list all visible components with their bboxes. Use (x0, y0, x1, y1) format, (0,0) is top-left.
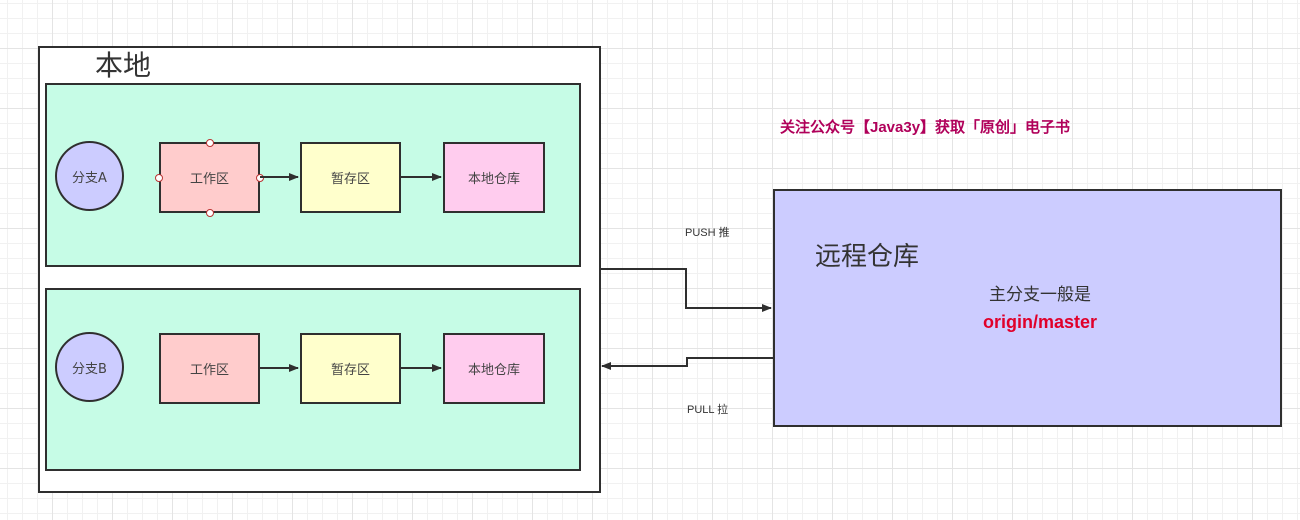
remote-main-branch: origin/master (982, 312, 1098, 332)
branch-b-staging[interactable]: 暂存区 (300, 333, 401, 404)
branch-a-staging[interactable]: 暂存区 (300, 142, 401, 213)
pull-arrow[interactable] (601, 357, 773, 370)
promo-text: 关注公众号【Java3y】获取「原创」电子书 (780, 119, 1071, 136)
branch-b-node[interactable]: 分支B (55, 332, 124, 402)
remote-subtitle: 主分支一般是 (989, 285, 1091, 305)
branch-b-workspace[interactable]: 工作区 (159, 333, 260, 404)
connection-handle-bottom[interactable] (206, 209, 214, 217)
remote-title: 远程仓库 (815, 242, 920, 272)
push-label: PUSH 推 (685, 227, 730, 239)
pull-label: PULL 拉 (687, 404, 729, 416)
push-arrow[interactable] (601, 268, 772, 312)
connection-handle-right[interactable] (256, 174, 264, 182)
branch-a-node[interactable]: 分支A (55, 141, 124, 211)
local-title: 本地 (95, 49, 152, 82)
branch-a-local-repo[interactable]: 本地仓库 (443, 142, 545, 213)
branch-a-workspace[interactable]: 工作区 (159, 142, 260, 213)
remote-repo[interactable] (773, 189, 1282, 427)
connection-handle-left[interactable] (155, 174, 163, 182)
connection-handle-top[interactable] (206, 139, 214, 147)
branch-b-local-repo[interactable]: 本地仓库 (443, 333, 545, 404)
